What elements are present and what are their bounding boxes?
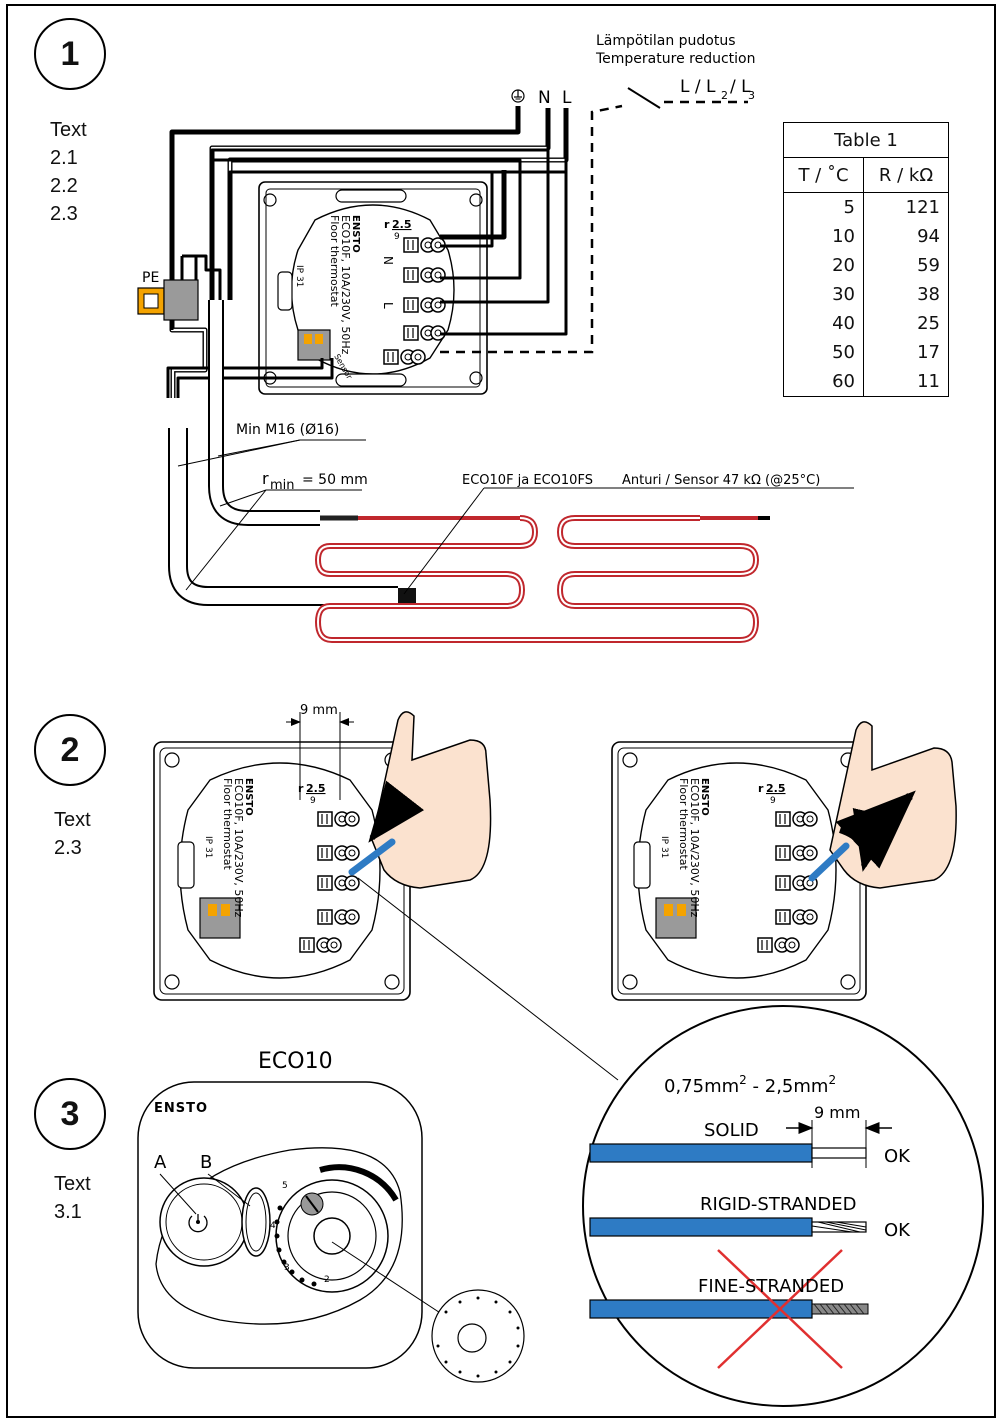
rigid-stranded-ok: OK — [884, 1220, 911, 1241]
dial-5: 5 — [282, 1181, 288, 1191]
section-1-ref-1: 2.1 — [50, 147, 78, 169]
plate-1-strip-r: r — [384, 218, 390, 231]
plate-2a-strip-value: 2.5 — [306, 782, 326, 795]
plate-2a-model: ECO10F, 10A/230V, 50Hz — [232, 778, 245, 918]
dial-3: 3 — [284, 1263, 290, 1273]
dial-2: 2 — [324, 1275, 330, 1285]
table-title: Table 1 — [783, 122, 949, 158]
knob-detail — [431, 1289, 525, 1383]
control-brand: ENSTO — [154, 1101, 208, 1116]
solid-label: SOLID — [704, 1120, 759, 1141]
plate-1-l-label: L — [381, 302, 395, 309]
section-3-text-label: Text — [54, 1173, 91, 1195]
conduit-label: Min M16 (Ø16) — [236, 422, 339, 438]
section-1-text-refs: Text 2.1 2.2 2.3 — [50, 116, 87, 228]
thermostat-plate-2b — [611, 741, 867, 1001]
section-3-text-refs: Text 3.1 — [54, 1170, 91, 1226]
rmin-r: r — [262, 469, 269, 488]
section-2-text-refs: Text 2.3 — [54, 806, 91, 862]
terminal-l-label: L — [562, 88, 572, 108]
plate-1-label-group: ENSTO ECO10F, 10A/230V, 50Hz Floor therm… — [328, 215, 361, 355]
label-b: B — [200, 1152, 212, 1173]
sensor-spec: Anturi / Sensor 47 kΩ (@25°C) — [622, 473, 820, 488]
pe-connector-icon — [137, 279, 199, 321]
section-2-text-label: Text — [54, 809, 91, 831]
table-col-resistance: R / kΩ — [863, 157, 949, 193]
plate-2b-ip: IP 31 — [659, 836, 669, 858]
plate-1-brand: ENSTO — [350, 215, 361, 253]
strip-length-label: 9 mm — [814, 1103, 860, 1122]
control-title: ECO10 — [258, 1049, 333, 1074]
thermostat-plate-2a — [153, 741, 411, 1001]
section-3-number: 3 — [34, 1078, 106, 1150]
hand-icon — [348, 711, 492, 889]
thermostat-plate-1 — [258, 181, 488, 395]
label-a: A — [154, 1152, 167, 1173]
phase-sep: / L — [730, 77, 751, 97]
phase-sub-3: 3 — [748, 89, 755, 102]
fine-stranded-label: FINE-STRANDED — [698, 1276, 844, 1297]
plate-1-type: Floor thermostat — [328, 215, 341, 307]
section-3-ref-1: 3.1 — [54, 1201, 82, 1223]
eco10-control-unit — [137, 1081, 423, 1369]
temp-reduction-switch — [627, 87, 661, 109]
dial-4: 4 — [270, 1221, 276, 1231]
power-icon — [188, 1214, 208, 1233]
plate-1-model: ECO10F, 10A/230V, 50Hz — [339, 215, 352, 355]
rmin-value: = 50 mm — [302, 472, 368, 488]
plate-2a-strip-r: r — [298, 782, 304, 795]
plate-1-strip-sub: 9 — [394, 232, 400, 242]
section-1-text-label: Text — [50, 119, 87, 141]
rigid-stranded-label: RIGID-STRANDED — [700, 1194, 857, 1215]
table-col-temp: T / ˚C — [783, 157, 864, 193]
dimension-9mm — [286, 712, 354, 800]
wire-strip-magnifier — [582, 1005, 984, 1407]
section-1-number: 1 — [34, 18, 106, 90]
plate-1-strip-value: 2.5 — [392, 218, 412, 231]
section-1-ref-2: 2.2 — [50, 175, 78, 197]
plate-2a-strip-sub: 9 — [310, 796, 316, 806]
pe-label: PE — [142, 270, 159, 286]
plate-2b-strip-value: 2.5 — [766, 782, 786, 795]
dimension-9mm-label: 9 mm — [300, 703, 338, 718]
plate-2b-strip-r: r — [758, 782, 764, 795]
rmin-sub: min — [270, 478, 295, 493]
plate-2b-strip-sub: 9 — [770, 796, 776, 806]
plate-2a-type: Floor thermostat — [221, 778, 234, 870]
plate-1-n-label: N — [381, 256, 395, 265]
plate-2a-ip: IP 31 — [203, 836, 213, 858]
terminal-n-label: N — [538, 88, 551, 108]
section-2-number: 2 — [34, 714, 106, 786]
solid-ok: OK — [884, 1146, 911, 1167]
phase-sub-2: 2 — [721, 89, 728, 102]
conduit-tubes — [168, 300, 770, 606]
temp-reduction-wire — [440, 104, 623, 354]
plate-2b-model: ECO10F, 10A/230V, 50Hz — [688, 778, 701, 918]
earth-symbol-icon — [511, 89, 525, 103]
page-frame — [6, 4, 996, 1418]
section-2-ref-1: 2.3 — [54, 837, 82, 859]
phase-label: L / L — [680, 77, 716, 97]
plate-2a-brand: ENSTO — [243, 778, 254, 816]
heating-cable — [314, 515, 760, 643]
plate-2b-brand: ENSTO — [699, 778, 710, 816]
gauge-text: 0,75mm2 - 2,5mm2 — [664, 1073, 836, 1097]
temp-reduction-fi: Lämpötilan pudotus — [596, 33, 736, 49]
plate-2b-type: Floor thermostat — [677, 778, 690, 870]
section-1-ref-3: 2.3 — [50, 203, 78, 225]
temp-reduction-en: Temperature reduction — [595, 51, 755, 67]
hand-icon — [808, 721, 957, 889]
plate-1-ip: IP 31 — [294, 265, 304, 287]
sensor-models: ECO10F ja ECO10FS — [462, 473, 593, 488]
